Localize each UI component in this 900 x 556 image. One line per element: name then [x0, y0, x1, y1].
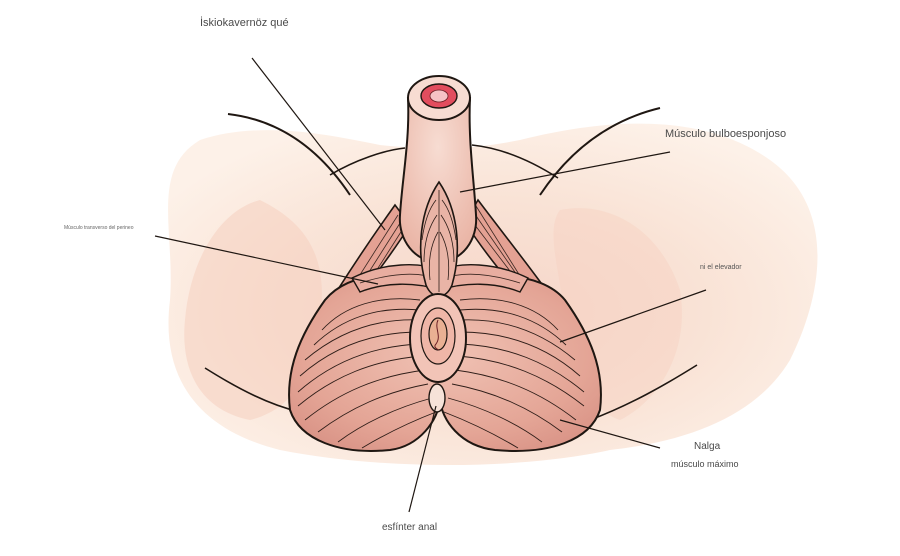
urethral-opening-inner [429, 89, 449, 103]
label-esfinter: esfínter anal [382, 522, 438, 533]
label-nalga: Nalga [694, 441, 721, 452]
leader-nalga [559, 419, 661, 449]
label-transverso: Músculo transverso del perineo [64, 225, 134, 231]
leader-lines [154, 57, 707, 513]
leader-isquiocavernoso [251, 57, 386, 231]
bulbospongiosus-fibers [421, 190, 457, 292]
coccyx [428, 383, 446, 413]
skin-shadow [184, 200, 322, 420]
right-buttock-contour [589, 364, 698, 421]
leader-esfinter [408, 405, 437, 513]
label-elevador: ni el elevador [700, 264, 742, 271]
right-thigh-line [539, 107, 661, 196]
muscle-fiber-lines [297, 298, 585, 449]
label-bulboesponjoso: Músculo bulboesponjoso [665, 128, 787, 140]
label-gluteo: músculo máximo [671, 459, 739, 469]
anal-fold-line [434, 319, 439, 351]
leader-elevador [559, 289, 707, 343]
left-upper-contour [329, 147, 406, 176]
leader-bulboesponjoso [459, 151, 671, 193]
left-thigh-line [227, 113, 351, 196]
right-upper-contour [471, 144, 559, 179]
label-isquiocavernoso: İskiokavernöz qué [200, 17, 289, 29]
leader-transverso [154, 235, 379, 285]
